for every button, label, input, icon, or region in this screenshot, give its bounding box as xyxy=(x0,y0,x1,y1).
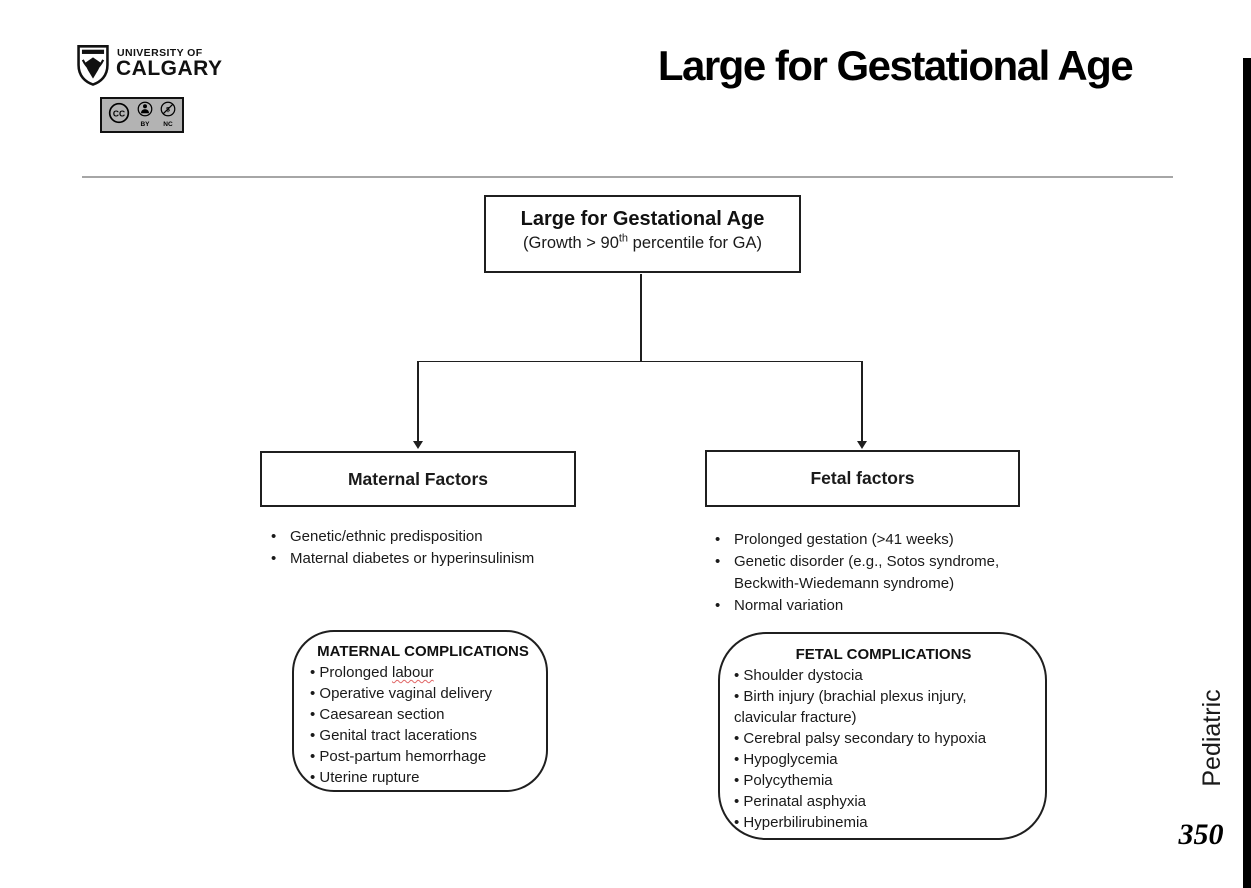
maternal-factor-0: Genetic/ethnic predisposition xyxy=(290,528,483,545)
list-item: • Post-partum hemorrhage xyxy=(310,746,536,767)
university-of-calgary-shield-icon xyxy=(76,44,110,86)
maternal-complications-box: MATERNAL COMPLICATIONS • Prolonged labou… xyxy=(292,630,548,792)
fetal-complication-4: Polycythemia xyxy=(743,772,833,789)
fetal-complication-6: Hyperbilirubinemia xyxy=(743,814,868,831)
cc-by-group: BY xyxy=(137,101,153,129)
bullet-icon: • xyxy=(734,730,744,747)
bullet-icon: • xyxy=(310,685,320,702)
list-item: • Genital tract lacerations xyxy=(310,725,536,746)
cc-nc-label: NC xyxy=(163,121,173,129)
bullet-icon: • xyxy=(271,550,277,567)
non-commercial-icon: $ xyxy=(160,101,176,121)
root-subtitle-pre: (Growth > 90 xyxy=(523,234,619,252)
bullet-icon: • xyxy=(310,706,320,723)
bullet-icon: • xyxy=(734,688,744,705)
list-item: • Hyperbilirubinemia xyxy=(734,812,1033,833)
bullet-icon: • xyxy=(271,528,277,545)
maternal-complications-title: MATERNAL COMPLICATIONS xyxy=(317,643,529,660)
cc-glyph: CC xyxy=(113,108,125,118)
bullet-icon: • xyxy=(310,727,320,744)
bullet-icon: • xyxy=(310,769,320,786)
list-item: • Uterine rupture xyxy=(310,767,536,788)
list-item: • Shoulder dystocia xyxy=(734,665,1033,686)
creative-commons-license-badge: CC BY $ NC xyxy=(100,97,184,133)
arrowhead-left-icon xyxy=(413,441,423,449)
connector-right-drop xyxy=(861,361,863,441)
maternal-complication-3: Genital tract lacerations xyxy=(319,727,477,744)
bullet-icon: • xyxy=(310,664,320,681)
fetal-factor-0: Prolonged gestation (>41 weeks) xyxy=(734,531,954,548)
list-item: • Perinatal asphyxia xyxy=(734,791,1033,812)
section-label-pediatric: Pediatric xyxy=(1198,689,1226,787)
bullet-icon: • xyxy=(734,793,744,810)
maternal-factors-node: Maternal Factors xyxy=(260,451,576,507)
fetal-factors-header: Fetal factors xyxy=(810,468,915,488)
bullet-icon: • xyxy=(734,772,744,789)
list-item: • Normal variation xyxy=(715,595,1015,617)
maternal-complication-1: Operative vaginal delivery xyxy=(319,685,493,702)
maternal-complication-5: Uterine rupture xyxy=(319,769,420,786)
root-node-title: Large for Gestational Age xyxy=(520,208,765,230)
list-item: • Caesarean section xyxy=(310,704,536,725)
list-item: • Cerebral palsy secondary to hypoxia xyxy=(734,728,1033,749)
fetal-complications-title: FETAL COMPLICATIONS xyxy=(795,646,972,663)
fetal-complication-5: Perinatal asphyxia xyxy=(743,793,866,810)
fetal-complication-2: Cerebral palsy secondary to hypoxia xyxy=(743,730,987,747)
list-item: • Birth injury (brachial plexus injury, … xyxy=(734,686,1033,728)
connector-horizontal xyxy=(417,360,863,362)
page-edge-accent-bar xyxy=(1243,58,1251,888)
cc-by-label: BY xyxy=(140,121,150,129)
bullet-icon: • xyxy=(715,597,721,614)
header-separator-line xyxy=(82,176,1173,178)
fetal-factors-node: Fetal factors xyxy=(705,450,1020,507)
page-number: 350 xyxy=(1178,818,1224,851)
maternal-factors-list: • Genetic/ethnic predisposition • Matern… xyxy=(271,526,581,570)
bullet-icon: • xyxy=(734,751,744,768)
bullet-icon: • xyxy=(715,553,721,570)
arrowhead-right-icon xyxy=(857,441,867,449)
fetal-factor-2: Normal variation xyxy=(734,597,844,614)
cc-icon: CC xyxy=(108,102,130,129)
attribution-person-icon xyxy=(137,101,153,121)
page-title: Large for Gestational Age xyxy=(657,42,1134,89)
maternal-complication-0: Prolonged labour xyxy=(319,664,434,681)
list-item: • Polycythemia xyxy=(734,770,1033,791)
root-node-subtitle: (Growth > 90th percentile for GA) xyxy=(486,232,799,254)
root-subtitle-superscript: th xyxy=(618,232,629,245)
bullet-icon: • xyxy=(715,531,721,548)
maternal-complication-4: Post-partum hemorrhage xyxy=(319,748,487,765)
cc-nc-group: $ NC xyxy=(160,101,176,129)
fetal-complications-box: FETAL COMPLICATIONS • Shoulder dystocia … xyxy=(718,632,1047,840)
fetal-factor-1: Genetic disorder (e.g., Sotos syndrome, … xyxy=(734,553,1000,592)
maternal-factors-header: Maternal Factors xyxy=(347,468,489,489)
root-subtitle-post: percentile for GA) xyxy=(628,234,762,252)
university-name-line1: UNIVERSITY OF xyxy=(117,47,203,59)
list-item: • Maternal diabetes or hyperinsulinism xyxy=(271,548,581,570)
university-name-line2: CALGARY xyxy=(116,57,223,80)
list-item: • Genetic disorder (e.g., Sotos syndrome… xyxy=(715,551,1015,595)
bullet-icon: • xyxy=(734,667,744,684)
nc-dollar-glyph: $ xyxy=(166,107,170,114)
fetal-complication-3: Hypoglycemia xyxy=(743,751,838,768)
connector-root-stem xyxy=(640,274,642,361)
fetal-complication-1: Birth injury (brachial plexus injury, cl… xyxy=(734,688,967,726)
bullet-icon: • xyxy=(734,814,744,831)
list-item: • Genetic/ethnic predisposition xyxy=(271,526,581,548)
root-node-large-for-gestational-age: Large for Gestational Age (Growth > 90th… xyxy=(484,195,801,273)
list-item: • Prolonged gestation (>41 weeks) xyxy=(715,529,1015,551)
fetal-complication-0: Shoulder dystocia xyxy=(743,667,863,684)
maternal-complication-2: Caesarean section xyxy=(319,706,445,723)
bullet-icon: • xyxy=(310,748,320,765)
list-item: • Hypoglycemia xyxy=(734,749,1033,770)
fetal-factors-list: • Prolonged gestation (>41 weeks) • Gene… xyxy=(715,529,1015,617)
connector-left-drop xyxy=(417,361,419,441)
list-item: • Operative vaginal delivery xyxy=(310,683,536,704)
list-item: • Prolonged labour xyxy=(310,662,536,683)
maternal-factor-1: Maternal diabetes or hyperinsulinism xyxy=(290,550,535,567)
